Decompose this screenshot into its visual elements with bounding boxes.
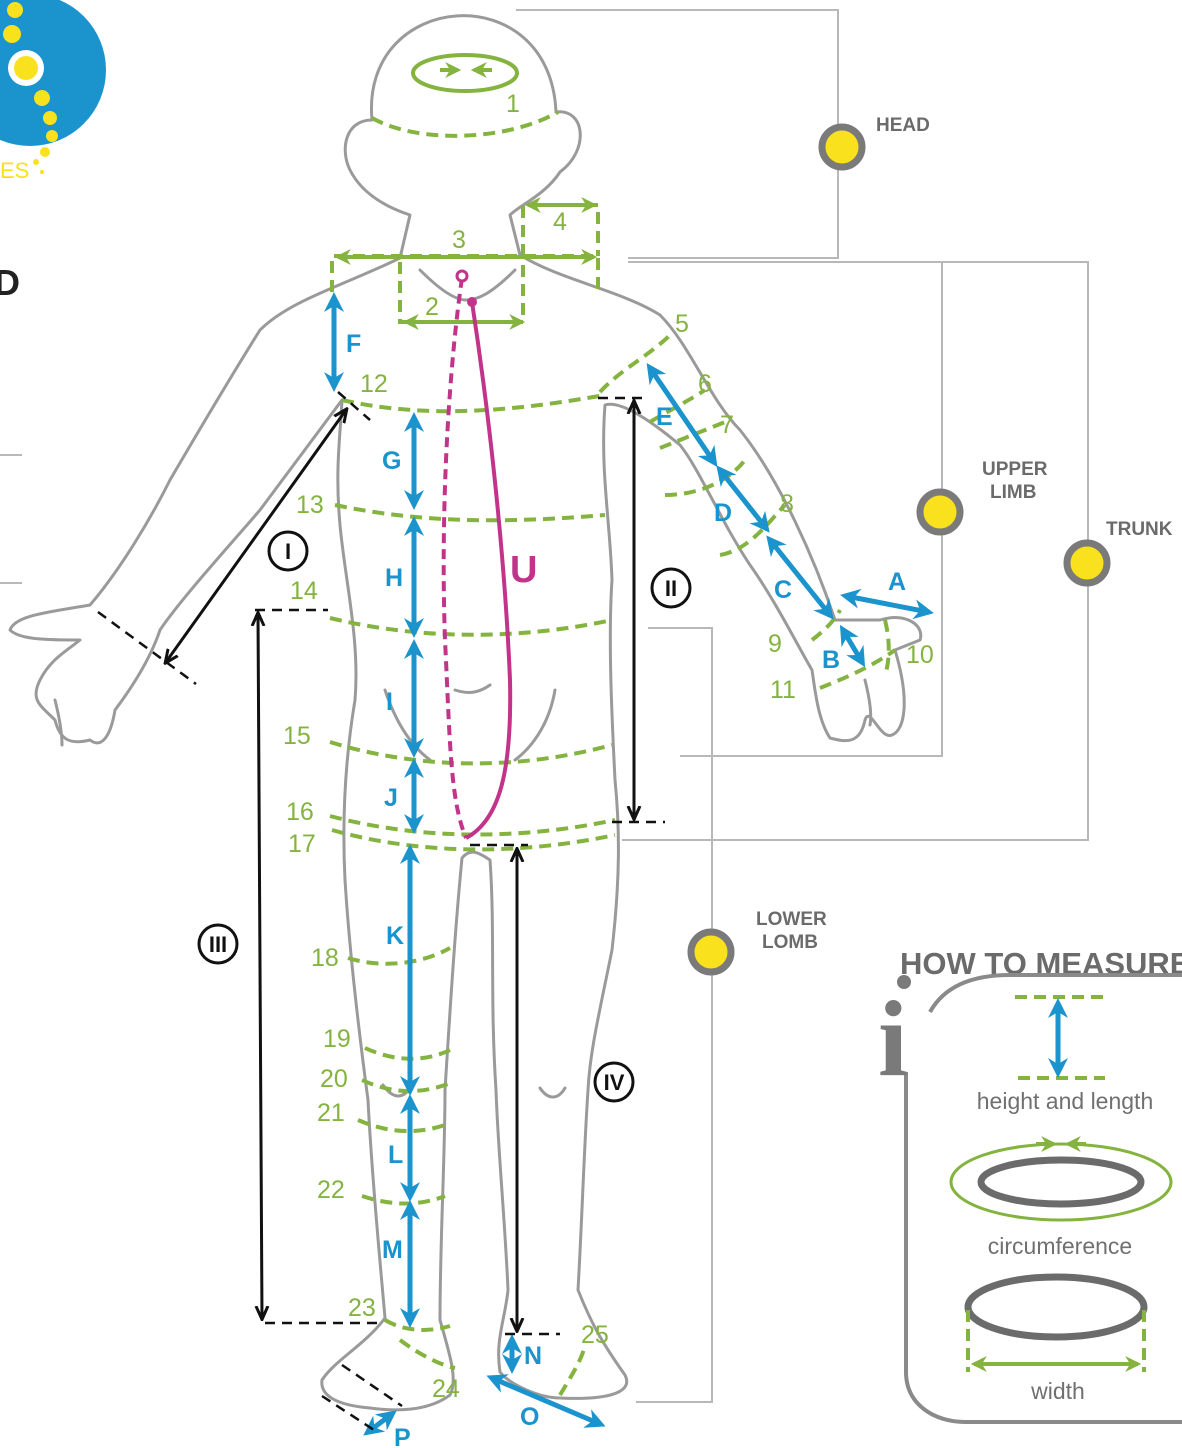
title-fragment: D	[0, 262, 20, 303]
measure-III-label: III	[209, 932, 227, 957]
black-measures: I II III IV	[98, 392, 690, 1430]
length-letter-J: J	[384, 784, 398, 812]
circ-number-20: 20	[320, 1065, 348, 1093]
spine-label: U	[510, 549, 537, 591]
length-letter-A: A	[888, 568, 906, 596]
circ-number-9: 9	[768, 630, 782, 658]
legend-width: width	[1030, 1378, 1085, 1404]
length-letter-G: G	[382, 447, 401, 475]
measure-I-label: I	[285, 539, 291, 564]
length-letter-D: D	[714, 499, 732, 527]
circ-number-1: 1	[506, 90, 520, 118]
trunk-section-marker[interactable]: TRUNK	[1067, 519, 1173, 583]
circ-number-7: 7	[720, 411, 734, 439]
legend-circumference: circumference	[988, 1233, 1132, 1259]
info-icon: i	[878, 980, 908, 1099]
upper-limb-label-line2: LIMB	[990, 482, 1036, 503]
measure-IV-label: IV	[604, 1070, 625, 1095]
circ-number-18: 18	[311, 944, 339, 972]
section-brackets	[516, 10, 1088, 1402]
length-letter-E: E	[656, 403, 673, 431]
circ-number-2: 2	[425, 293, 439, 321]
head-label: HEAD	[876, 115, 930, 136]
circ-number-24: 24	[432, 1375, 460, 1403]
length-letter-F: F	[346, 330, 361, 358]
how-to-measure-legend: HOW TO MEASURE i height and length circu…	[878, 946, 1182, 1422]
length-letter-C: C	[774, 576, 792, 604]
lower-limb-label-line1: LOWER	[756, 909, 827, 930]
length-letter-P: P	[394, 1424, 411, 1448]
circ-number-16: 16	[286, 798, 314, 826]
lower-limb-label-line2: LOMB	[762, 932, 818, 953]
length-arrows	[334, 298, 928, 1432]
logo-text: ES	[0, 158, 29, 183]
circ-number-11: 11	[770, 676, 796, 704]
head-circumference-icon	[413, 55, 517, 91]
circ-number-19: 19	[323, 1025, 351, 1053]
circ-number-23: 23	[348, 1294, 376, 1322]
circ-number-5: 5	[675, 310, 689, 338]
length-letter-M: M	[382, 1236, 403, 1264]
length-letter-B: B	[822, 646, 840, 674]
measure-II-label: II	[665, 576, 677, 601]
circ-number-22: 22	[317, 1176, 345, 1204]
length-letter-I: I	[386, 688, 393, 716]
circ-number-3: 3	[452, 226, 466, 254]
circ-number-10: 10	[906, 641, 934, 669]
body-outline	[10, 16, 921, 1410]
circ-number-15: 15	[283, 722, 311, 750]
circ-number-21: 21	[317, 1099, 345, 1127]
circumference-numbers: 1 2 3 4 5 6 7 8 9 10 11 12 13 14 15 16 1…	[283, 90, 934, 1403]
circ-number-17: 17	[288, 830, 316, 858]
circ-number-25: 25	[581, 1321, 609, 1349]
circ-number-14: 14	[290, 577, 318, 605]
circ-number-8: 8	[780, 490, 794, 518]
length-letter-O: O	[520, 1403, 539, 1431]
length-letter-K: K	[386, 922, 404, 950]
brand-logo: ES	[0, 0, 106, 183]
length-letter-H: H	[385, 564, 403, 592]
upper-limb-section-marker[interactable]: UPPER LIMB	[920, 459, 1048, 532]
trunk-label: TRUNK	[1106, 519, 1173, 540]
length-letter-N: N	[524, 1342, 542, 1370]
upper-limb-label-line1: UPPER	[982, 459, 1048, 480]
length-letters: A B C D E F G H I J K L M N O P	[346, 330, 906, 1448]
length-letter-L: L	[388, 1141, 403, 1169]
circ-number-12: 12	[360, 370, 388, 398]
circ-number-4: 4	[553, 208, 567, 236]
circ-number-6: 6	[698, 370, 712, 398]
width-icon	[968, 1277, 1144, 1337]
circ-number-13: 13	[296, 491, 324, 519]
legend-height-and-length: height and length	[977, 1088, 1154, 1114]
